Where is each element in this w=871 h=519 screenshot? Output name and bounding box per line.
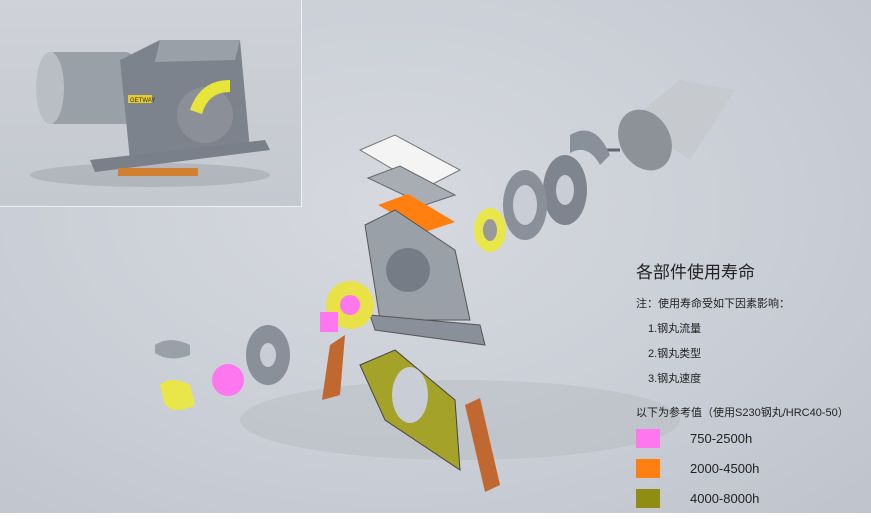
motor-part bbox=[600, 80, 735, 171]
legend-title: 各部件使用寿命 bbox=[636, 263, 755, 282]
liner-part bbox=[465, 398, 500, 492]
legend-item-label: 2000-4500h bbox=[690, 461, 760, 476]
color-swatch-olive bbox=[636, 489, 660, 508]
legend-item: 750-2500h bbox=[636, 429, 849, 448]
service-life-legend: 各部件使用寿命 注：使用寿命受如下因素影响： 1.钢丸流量 2.钢丸类型 3.钢… bbox=[636, 258, 849, 519]
legend-item: 2000-4500h bbox=[636, 459, 849, 478]
color-swatch-orange bbox=[636, 459, 660, 478]
legend-item: 4000-8000h bbox=[636, 489, 849, 508]
feed-spout-part bbox=[212, 364, 244, 396]
coupling-part bbox=[570, 130, 610, 165]
legend-item-label: 750-2500h bbox=[690, 431, 753, 446]
factor-item: 2.钢丸类型 bbox=[648, 348, 702, 360]
color-swatch-pink bbox=[636, 429, 660, 448]
legend-item-label: 4000-8000h bbox=[690, 491, 760, 506]
reference-note: 以下为参考值（使用S230钢丸/HRC40-50） bbox=[636, 407, 849, 419]
liner-part bbox=[322, 335, 345, 400]
legend-note: 注：使用寿命受如下因素影响： bbox=[636, 298, 790, 310]
feed-pipe-part bbox=[160, 380, 195, 410]
gate-part bbox=[155, 340, 190, 359]
factor-item: 1.钢丸流量 bbox=[648, 323, 702, 335]
assembled-machine-drawing: GETWAY bbox=[30, 40, 270, 187]
assembled-view-inset: GETWAY bbox=[0, 0, 302, 207]
liner-orange-part bbox=[378, 194, 455, 232]
factor-item: 3.钢丸速度 bbox=[648, 373, 702, 385]
inset-brand-label: GETWAY bbox=[130, 98, 155, 104]
